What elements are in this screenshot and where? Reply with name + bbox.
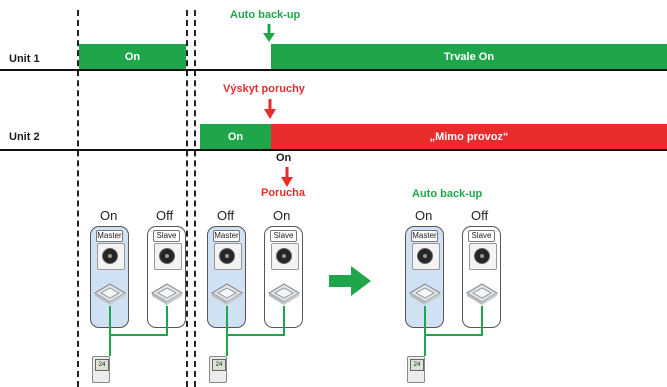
outdoor-unit-icon — [271, 243, 299, 270]
dashed-divider-3 — [194, 10, 196, 387]
slave-tag: Slave — [468, 230, 495, 242]
middle-slave-state: On — [273, 208, 291, 223]
middle-master-state: Off — [217, 208, 235, 223]
unit2-timeline — [0, 149, 667, 151]
slave-tag: Slave — [270, 230, 297, 242]
right-slave-unit: Slave — [462, 226, 501, 328]
remote-controller-icon: 24 — [92, 356, 110, 383]
unit1-trvale-on-label: Trvale On — [443, 50, 495, 63]
unit2-label: Unit 2 — [9, 131, 40, 143]
outdoor-unit-icon — [97, 243, 125, 270]
control-wire — [109, 334, 111, 356]
remote-display: 24 — [410, 359, 424, 371]
unit2-mimo-provoz-bar: „Mimo provoz“ — [271, 124, 667, 149]
auto-backup-event-label: Auto back-up — [230, 9, 301, 21]
unit2-mimo-provoz-label: „Mimo provoz“ — [429, 130, 509, 143]
outdoor-unit-icon — [469, 243, 497, 270]
unit2-on-label: On — [227, 130, 244, 143]
control-wire — [481, 306, 483, 336]
control-wire — [109, 306, 111, 336]
unit2-on-bar: On — [200, 124, 271, 149]
unit1-on-bar: On — [79, 44, 186, 69]
cassette-unit-icon — [94, 283, 126, 305]
porucha-label: Porucha — [261, 187, 306, 199]
arrow-down-icon — [263, 24, 275, 42]
control-wire — [166, 306, 168, 336]
unit1-on-label: On — [124, 50, 141, 63]
outdoor-unit-icon — [412, 243, 440, 270]
left-master-state: On — [100, 208, 118, 223]
control-wire — [226, 334, 228, 356]
cassette-unit-icon — [409, 283, 441, 305]
arrow-down-icon — [281, 167, 293, 187]
cassette-unit-icon — [268, 283, 300, 305]
dashed-divider-2 — [186, 10, 188, 387]
unit1-trvale-on-bar: Trvale On — [271, 44, 667, 69]
outdoor-unit-icon — [154, 243, 182, 270]
unit1-label: Unit 1 — [9, 53, 40, 65]
control-wire — [109, 334, 168, 336]
control-wire — [283, 306, 285, 336]
cassette-unit-icon — [151, 283, 183, 305]
control-wire — [424, 334, 483, 336]
left-slave-state: Off — [156, 208, 174, 223]
master-tag: Master — [96, 230, 123, 242]
control-wire — [226, 334, 285, 336]
slave-tag: Slave — [153, 230, 180, 242]
unit1-timeline — [0, 69, 667, 71]
master-tag: Master — [213, 230, 240, 242]
arrow-right-icon — [329, 266, 371, 296]
arrow-down-icon — [264, 99, 276, 119]
remote-controller-icon: 24 — [407, 356, 425, 383]
remote-controller-icon: 24 — [209, 356, 227, 383]
outdoor-unit-icon — [214, 243, 242, 270]
control-wire — [424, 306, 426, 336]
control-wire — [424, 334, 426, 356]
right-master-state: On — [415, 208, 433, 223]
control-wire — [226, 306, 228, 336]
remote-display: 24 — [212, 359, 226, 371]
right-slave-state: Off — [471, 208, 489, 223]
remote-display: 24 — [95, 359, 109, 371]
master-tag: Master — [411, 230, 438, 242]
auto-backup-result-label: Auto back-up — [412, 188, 483, 200]
cassette-unit-icon — [211, 283, 243, 305]
on-event-label: On — [276, 152, 292, 164]
vyskyt-poruchy-label: Výskyt poruchy — [223, 83, 305, 95]
cassette-unit-icon — [466, 283, 498, 305]
dashed-divider-1 — [77, 10, 79, 387]
